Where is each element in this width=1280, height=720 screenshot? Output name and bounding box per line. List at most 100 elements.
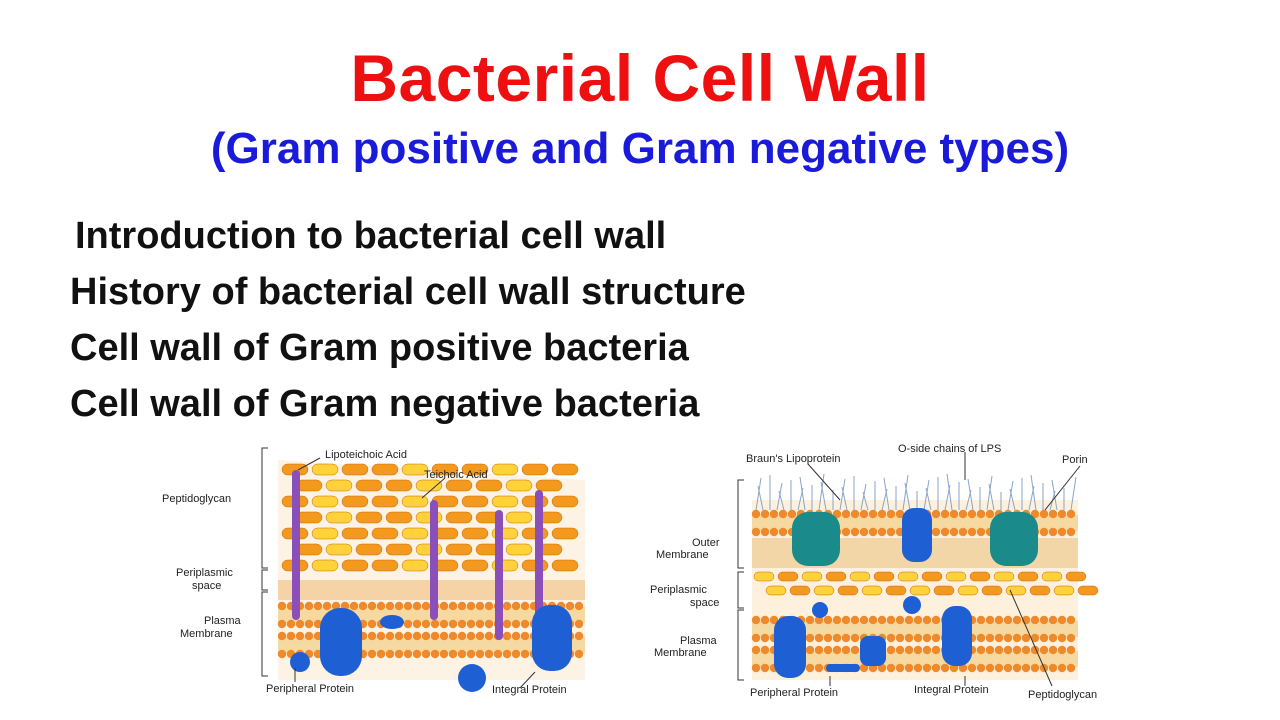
lipid-head (814, 645, 824, 655)
lipid-head (859, 509, 869, 519)
gn-peptidoglycan-label: Peptidoglycan (1028, 689, 1097, 701)
lipid-head (493, 649, 503, 659)
lipid-head (376, 601, 386, 611)
lipid-head (484, 631, 494, 641)
lipid-head (565, 601, 575, 611)
peptidoglycan-unit (897, 571, 919, 582)
lps-chain (902, 474, 909, 511)
peptidoglycan-unit (551, 495, 579, 508)
lipid-head (367, 649, 377, 659)
gp-proteins (290, 605, 572, 692)
lipid-head (769, 615, 779, 625)
lipid-head (760, 615, 770, 625)
lps-chain (925, 487, 932, 511)
lps-chain (1070, 476, 1077, 511)
lipid-head (376, 631, 386, 641)
peptidoglycan-unit (415, 543, 443, 556)
lipid-head (322, 601, 332, 611)
lipid-head (1048, 615, 1058, 625)
lipid-head (1057, 527, 1067, 537)
lipid-head (1048, 527, 1058, 537)
lipid-head (850, 527, 860, 537)
lipid-head (1057, 509, 1067, 519)
peptidoglycan-unit (1005, 585, 1027, 596)
lipid-head (1039, 645, 1049, 655)
peptidoglycan-unit (461, 495, 489, 508)
peptidoglycan-unit (1029, 585, 1051, 596)
lipid-head (457, 631, 467, 641)
peptidoglycan-unit (1017, 571, 1039, 582)
lipid-head (421, 649, 431, 659)
lipid-head (466, 631, 476, 641)
lps-chain (757, 485, 764, 511)
lipid-head (778, 527, 788, 537)
integral-protein (320, 608, 362, 676)
lipid-head (403, 649, 413, 659)
peptidoglycan-unit (521, 463, 549, 476)
peptidoglycan-unit (325, 479, 353, 492)
lipid-head (985, 633, 995, 643)
peptidoglycan-unit (475, 479, 503, 492)
lipid-head (1021, 645, 1031, 655)
peptidoglycan-unit (1041, 571, 1063, 582)
peptidoglycan-unit (969, 571, 991, 582)
lipid-head (484, 619, 494, 629)
peptidoglycan-unit (777, 571, 799, 582)
lipid-head (841, 527, 851, 537)
peptidoglycan-unit (341, 559, 369, 572)
lipid-head (958, 527, 968, 537)
lipid-head (877, 509, 887, 519)
lipid-head (412, 631, 422, 641)
lps-chain (818, 473, 825, 511)
lps-chain (1007, 480, 1014, 511)
peptidoglycan-unit (993, 571, 1015, 582)
peptidoglycan-unit (431, 463, 459, 476)
lipid-head (439, 631, 449, 641)
lipid-head (439, 619, 449, 629)
peptidoglycan-unit (385, 479, 413, 492)
peptidoglycan-unit (505, 543, 533, 556)
lipid-head (895, 645, 905, 655)
peptidoglycan-unit (491, 495, 519, 508)
lipid-head (358, 601, 368, 611)
teichoic-acid-rod (292, 470, 300, 620)
lps-chain (883, 477, 890, 511)
lipid-head (886, 663, 896, 673)
lipid-head (1012, 663, 1022, 673)
lipid-head (1003, 663, 1013, 673)
lipid-head (457, 619, 467, 629)
lipid-head (922, 633, 932, 643)
lipid-head (430, 619, 440, 629)
lipid-head (430, 649, 440, 659)
lps-chain (778, 490, 785, 511)
lipid-head (394, 601, 404, 611)
peptidoglycan-unit (401, 495, 429, 508)
topic-item: History of bacterial cell wall structure (70, 271, 746, 313)
lipid-head (976, 527, 986, 537)
lipid-head (868, 527, 878, 537)
lipid-head (787, 509, 797, 519)
lipid-head (922, 663, 932, 673)
lps-chain (904, 482, 911, 511)
gp-teichoic-label: Teichoic Acid (424, 469, 488, 481)
lipid-head (448, 649, 458, 659)
peptidoglycan-unit (341, 495, 369, 508)
lipid-head (502, 649, 512, 659)
lps-chain (755, 477, 762, 511)
peptidoglycan-unit (371, 495, 399, 508)
lipid-head (1057, 615, 1067, 625)
lipid-head (868, 509, 878, 519)
lps-chain (839, 478, 846, 511)
lipid-head (511, 631, 521, 641)
lipid-head (385, 601, 395, 611)
gn-lps-label: O-side chains of LPS (898, 443, 1001, 455)
lipid-head (1039, 615, 1049, 625)
gp-integral-label: Integral Protein (492, 684, 567, 696)
lipid-head (1048, 509, 1058, 519)
gn-integral-label: Integral Protein (914, 684, 989, 696)
lipid-head (985, 663, 995, 673)
lipid-head (841, 509, 851, 519)
lipid-head (832, 633, 842, 643)
peptidoglycan-unit (401, 559, 429, 572)
lps-chain (923, 479, 930, 511)
